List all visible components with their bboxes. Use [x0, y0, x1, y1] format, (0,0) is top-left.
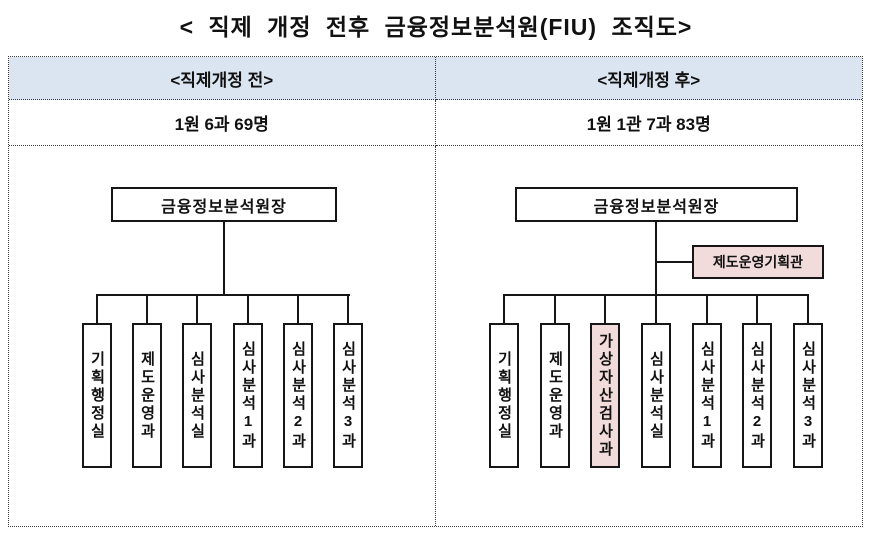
dept-label: 심사분석실	[647, 350, 665, 441]
connector-line	[656, 261, 692, 263]
connector-line	[604, 294, 606, 323]
connector-line	[554, 294, 556, 323]
dept-label: 가상자산검사과	[596, 332, 614, 459]
dept-box: 기획행정실	[82, 323, 112, 468]
dept-label: 심사분석실	[188, 350, 206, 441]
after-header-cell: <직제개정 후>	[435, 57, 862, 100]
dept-label: 심사분석1과	[698, 340, 716, 451]
dept-label: 제도운영과	[546, 350, 564, 441]
dept-box: 심사분석3과	[333, 323, 363, 468]
before-summary-cell: 1원 6과 69명	[9, 100, 436, 146]
dept-label: 심사분석2과	[748, 340, 766, 451]
dept-label: 기획행정실	[88, 350, 106, 441]
connector-line	[223, 222, 225, 296]
before-header-cell: <직제개정 전>	[9, 57, 436, 100]
connector-line	[196, 294, 198, 323]
connector-line	[706, 294, 708, 323]
after-root-box: 금융정보분석원장	[515, 187, 798, 222]
connector-line	[807, 294, 809, 323]
connector-line	[503, 294, 505, 323]
before-chart-cell	[9, 146, 436, 526]
staff-office-label: 제도운영기획관	[712, 254, 804, 270]
staff-office-box: 제도운영기획관	[692, 245, 824, 279]
connector-line	[655, 222, 657, 296]
dept-label: 심사분석2과	[289, 340, 307, 451]
connector-line	[655, 294, 657, 323]
before-root-box: 금융정보분석원장	[111, 187, 337, 222]
dept-box: 심사분석3과	[793, 323, 823, 468]
dept-box: 심사분석1과	[692, 323, 722, 468]
before-root-label: 금융정보분석원장	[161, 198, 287, 216]
dept-box: 심사분석1과	[233, 323, 263, 468]
dept-label: 기획행정실	[495, 350, 513, 441]
dept-box: 심사분석2과	[283, 323, 313, 468]
connector-line	[247, 294, 249, 323]
after-root-label: 금융정보분석원장	[593, 198, 720, 216]
dept-label: 제도운영과	[138, 350, 156, 441]
connector-line	[96, 294, 98, 323]
dept-box: 제도운영과	[132, 323, 162, 468]
dept-label: 심사분석1과	[239, 340, 257, 451]
dept-box: 심사분석실	[641, 323, 671, 468]
dept-box: 기획행정실	[489, 323, 519, 468]
dept-label: 심사분석3과	[799, 340, 817, 451]
comparison-table: <직제개정 전> <직제개정 후> 1원 6과 69명 1원 1관 7과 83명	[8, 56, 863, 527]
connector-line	[96, 294, 350, 296]
connector-line	[756, 294, 758, 323]
dept-box: 제도운영과	[540, 323, 570, 468]
connector-line	[347, 294, 349, 323]
page-title: < 직제 개정 전후 금융정보분석원(FIU) 조직도>	[179, 14, 693, 40]
connector-line	[297, 294, 299, 323]
connector-line	[146, 294, 148, 323]
dept-box: 심사분석실	[182, 323, 212, 468]
dept-box: 심사분석2과	[742, 323, 772, 468]
dept-box-highlighted: 가상자산검사과	[590, 323, 620, 468]
after-summary-cell: 1원 1관 7과 83명	[435, 100, 862, 146]
dept-label: 심사분석3과	[339, 340, 357, 451]
